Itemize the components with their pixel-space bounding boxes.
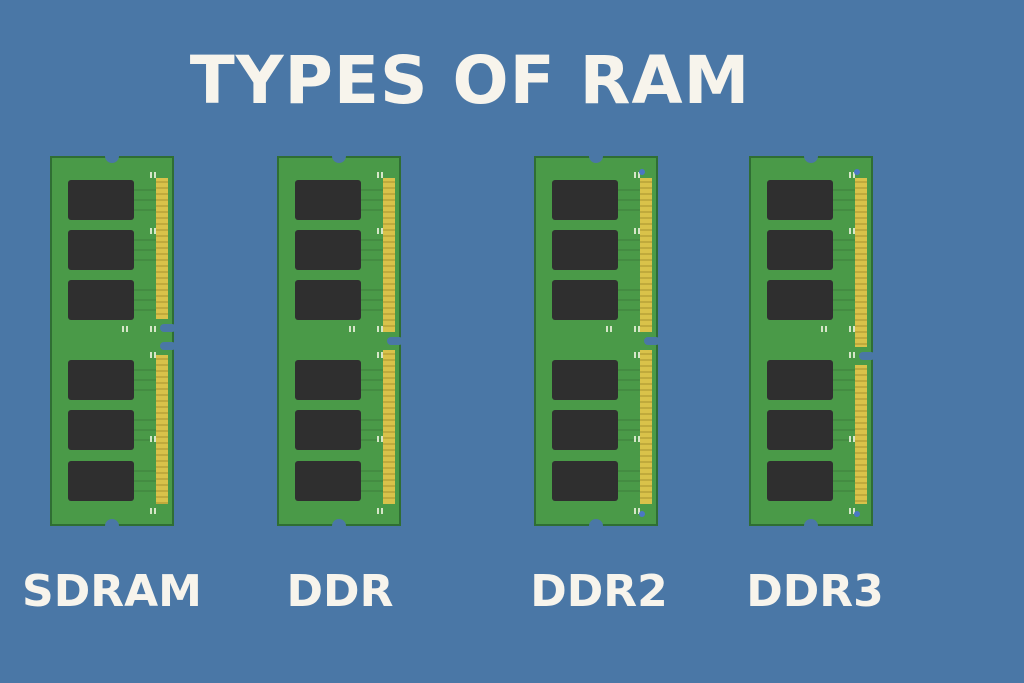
key-notch xyxy=(160,324,174,332)
smd-component xyxy=(150,326,152,332)
smd-component xyxy=(849,436,851,442)
memory-chip xyxy=(68,230,134,270)
key-notch xyxy=(644,337,658,345)
memory-chip xyxy=(68,461,134,501)
memory-chip xyxy=(767,280,833,320)
page-title: TYPES OF RAM xyxy=(189,42,751,119)
memory-chip xyxy=(767,461,833,501)
smd-component xyxy=(377,508,379,514)
smd-component xyxy=(377,326,379,332)
memory-chip xyxy=(767,230,833,270)
smd-component xyxy=(821,326,823,332)
memory-chip xyxy=(295,360,361,400)
memory-chip xyxy=(295,410,361,450)
ddr-module xyxy=(277,156,401,526)
ddr3-label: DDR3 xyxy=(746,566,884,617)
memory-chip xyxy=(68,410,134,450)
memory-chip xyxy=(295,461,361,501)
top-notch xyxy=(804,156,818,163)
gold-contacts xyxy=(640,178,652,332)
smd-component xyxy=(634,326,636,332)
ddr2-label: DDR2 xyxy=(530,566,668,617)
memory-chip xyxy=(68,360,134,400)
smd-component xyxy=(377,172,379,178)
memory-chip xyxy=(295,230,361,270)
indicator-dot xyxy=(639,511,645,517)
bottom-notch xyxy=(804,519,818,526)
memory-chip xyxy=(767,180,833,220)
memory-chip xyxy=(767,410,833,450)
smd-component xyxy=(122,326,124,332)
smd-component xyxy=(150,228,152,234)
memory-chip xyxy=(68,280,134,320)
smd-component xyxy=(150,172,152,178)
smd-component xyxy=(849,228,851,234)
memory-chip xyxy=(295,280,361,320)
key-notch xyxy=(160,342,174,350)
gold-contacts xyxy=(383,178,395,332)
gold-contacts xyxy=(640,350,652,504)
smd-component xyxy=(377,228,379,234)
smd-component xyxy=(377,436,379,442)
smd-component xyxy=(349,326,351,332)
memory-chip xyxy=(552,360,618,400)
gold-contacts xyxy=(383,350,395,504)
memory-chip xyxy=(552,410,618,450)
smd-component xyxy=(150,436,152,442)
memory-chip xyxy=(552,280,618,320)
memory-chip xyxy=(767,360,833,400)
indicator-dot xyxy=(854,511,860,517)
smd-component xyxy=(377,352,379,358)
smd-component xyxy=(849,172,851,178)
smd-component xyxy=(634,508,636,514)
smd-component xyxy=(849,326,851,332)
smd-component xyxy=(634,352,636,358)
top-notch xyxy=(589,156,603,163)
smd-component xyxy=(849,508,851,514)
memory-chip xyxy=(552,461,618,501)
smd-component xyxy=(634,228,636,234)
key-notch xyxy=(859,352,873,360)
smd-component xyxy=(634,172,636,178)
memory-chip xyxy=(552,230,618,270)
bottom-notch xyxy=(589,519,603,526)
bottom-notch xyxy=(332,519,346,526)
top-notch xyxy=(105,156,119,163)
indicator-dot xyxy=(639,169,645,175)
top-notch xyxy=(332,156,346,163)
sdram-module xyxy=(50,156,174,526)
key-notch xyxy=(387,337,401,345)
ddr2-module xyxy=(534,156,658,526)
gold-contacts xyxy=(855,178,867,347)
memory-chip xyxy=(295,180,361,220)
smd-component xyxy=(849,352,851,358)
indicator-dot xyxy=(854,169,860,175)
ddr-label: DDR xyxy=(286,566,394,617)
smd-component xyxy=(150,508,152,514)
memory-chip xyxy=(68,180,134,220)
sdram-label: SDRAM xyxy=(22,566,202,617)
smd-component xyxy=(150,352,152,358)
smd-component xyxy=(606,326,608,332)
ddr3-module xyxy=(749,156,873,526)
smd-component xyxy=(634,436,636,442)
memory-chip xyxy=(552,180,618,220)
bottom-notch xyxy=(105,519,119,526)
